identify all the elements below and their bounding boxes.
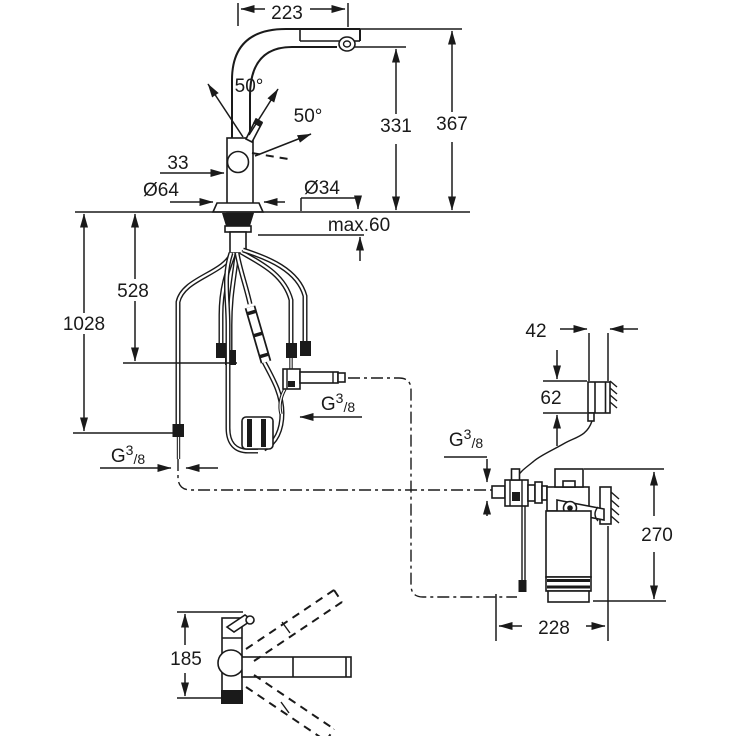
thread-g38-mid-label: G3/8 — [321, 390, 355, 415]
side-joint — [217, 649, 245, 677]
dim-367-label: 367 — [436, 114, 468, 135]
faucet-side-view — [217, 589, 352, 736]
thread-numerator: 3 — [126, 442, 134, 458]
connection-fitting — [282, 368, 346, 390]
dimension-labels: 223 367 331 50° 50° 33 Ø64 Ø34 max.60 52… — [63, 3, 673, 670]
dim-528-label: 528 — [117, 281, 149, 302]
coupling — [527, 481, 548, 504]
thread-denominator: /8 — [343, 399, 355, 415]
control-cable — [516, 420, 593, 479]
thread-g: G — [321, 394, 336, 415]
dim-1028-label: 1028 — [63, 314, 105, 335]
dim-223-label: 223 — [271, 3, 303, 24]
thread-numerator: 3 — [464, 426, 472, 442]
dim-33-label: 33 — [167, 153, 188, 174]
swivel-range-dashed — [245, 589, 343, 736]
faucet-joint — [226, 150, 250, 174]
filter-outlet-hose — [518, 506, 527, 592]
side-lever — [225, 614, 255, 633]
spout-outlet — [338, 36, 356, 52]
dim-64-label: Ø64 — [143, 180, 179, 201]
dim-270-label: 270 — [641, 525, 673, 546]
dimension-lines — [73, 3, 666, 699]
thread-g38-left-label: G3/8 — [111, 442, 145, 467]
inlet-valve — [504, 468, 529, 507]
outlet-hoses — [239, 247, 346, 390]
check-valve — [244, 305, 272, 364]
wall-hatching — [609, 380, 618, 409]
thread-denominator: /8 — [133, 451, 145, 467]
thread-g: G — [111, 446, 126, 467]
hose-weight — [241, 416, 274, 450]
thread-numerator: 3 — [336, 390, 344, 406]
dim-34-label: Ø34 — [304, 178, 340, 199]
dim-max60-label: max.60 — [328, 215, 390, 236]
dim-228-label: 228 — [538, 618, 570, 639]
dim-185-label: 185 — [170, 649, 202, 670]
side-spout — [241, 656, 352, 678]
side-base — [221, 690, 243, 704]
dim-42-label: 42 — [525, 321, 546, 342]
dim-331-label: 331 — [380, 116, 412, 137]
faucet-lever — [244, 117, 289, 160]
angle-50-upper-label: 50° — [235, 76, 264, 97]
filter-cartridge — [545, 510, 592, 603]
faucet-body — [226, 137, 254, 213]
thread-denominator: /8 — [471, 435, 483, 451]
angle-50-swivel-label: 50° — [294, 106, 323, 127]
connection-routing-lines — [177, 377, 517, 598]
dim-62-label: 62 — [540, 388, 561, 409]
pullout-spray-hose — [223, 252, 287, 454]
filter-unit — [491, 468, 620, 603]
faucet-front-view — [211, 28, 361, 262]
inlet-stub — [491, 485, 506, 499]
control-box — [516, 380, 618, 479]
hose-assembly — [172, 247, 346, 459]
faucet-base — [211, 202, 265, 254]
thread-g38-right-label: G3/8 — [449, 426, 483, 451]
thread-g: G — [449, 430, 464, 451]
